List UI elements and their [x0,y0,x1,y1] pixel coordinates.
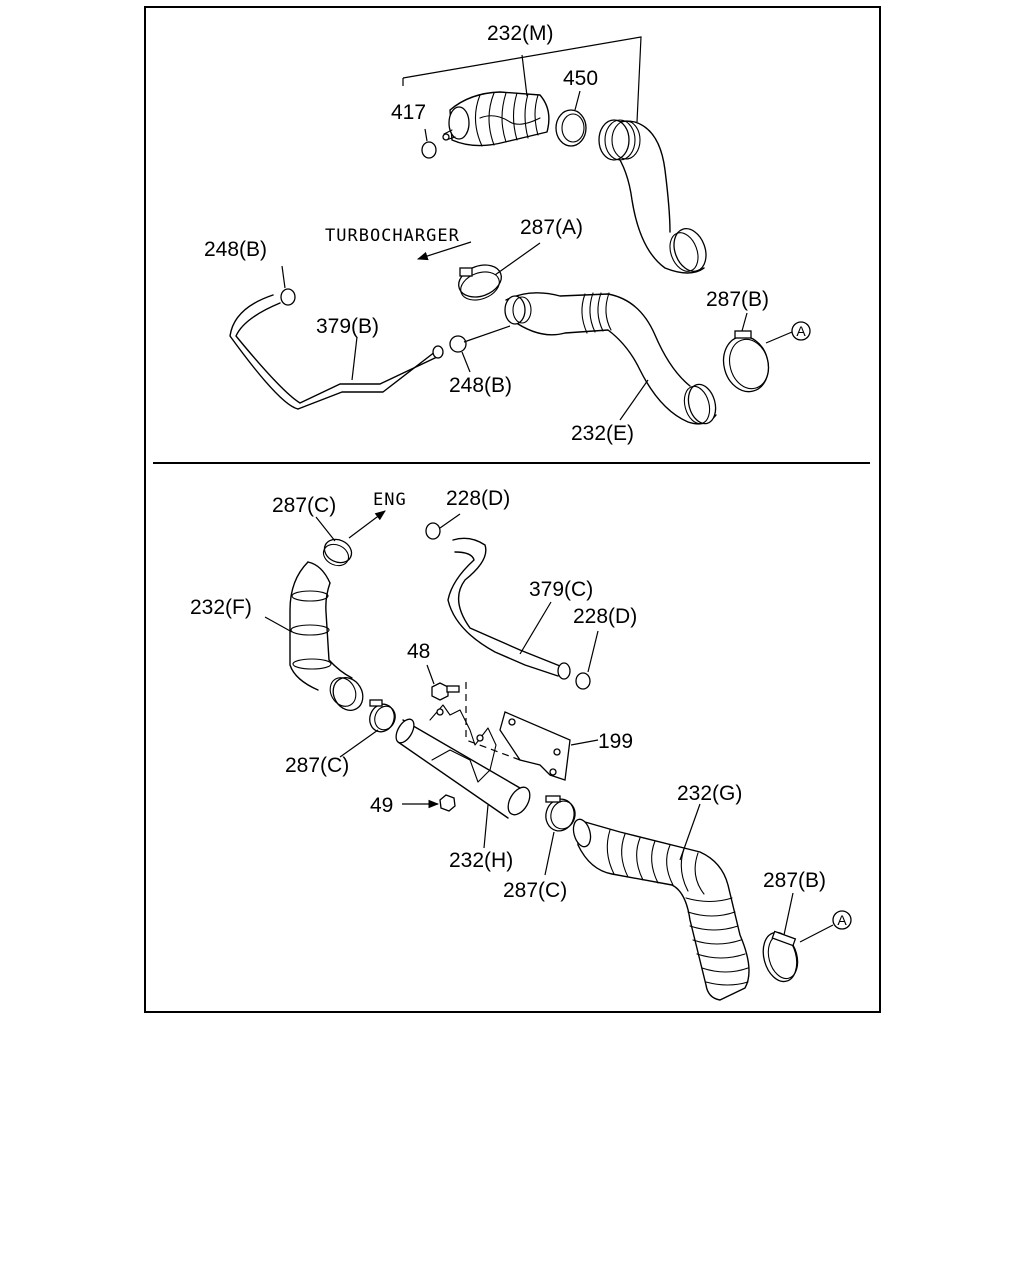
clamp-228d-right [575,630,599,690]
eng-arrow [348,510,386,539]
label-287c-top: 287(C) [272,494,336,517]
label-232f: 232(F) [190,596,252,619]
label-eng: ENG [373,490,407,510]
hose-379c [447,537,571,680]
pipe-232h [395,704,531,849]
label-49: 49 [370,794,393,817]
bracket-199 [499,711,599,781]
label-417: 417 [391,101,426,124]
label-232m: 232(M) [487,22,554,45]
nut-49 [402,794,456,812]
bolt-48 [426,664,467,740]
label-228d-top: 228(D) [446,487,510,510]
clamp-248b-bottom [449,325,511,373]
turbocharger-arrow [416,241,472,261]
clamp-287b-top [722,312,793,393]
label-232g: 232(G) [677,782,742,805]
clamp-228d-top [425,513,461,540]
label-248b-bottom: 248(B) [449,374,512,397]
label-287a: 287(A) [520,216,583,239]
label-248b-top: 248(B) [204,238,267,261]
diagram-frame [144,6,881,1013]
label-ref-a-top: A [796,323,806,339]
ref-circle-a-top [791,321,811,341]
label-232e: 232(E) [571,422,634,445]
label-ref-a-bottom: A [837,912,847,928]
label-287c-left: 287(C) [285,754,349,777]
label-287b-top: 287(B) [706,288,769,311]
label-turbocharger: TURBOCHARGER [325,226,460,246]
label-199: 199 [598,730,633,753]
pipe-upper-right [598,119,707,274]
ring-450 [555,90,587,147]
clamp-248b-top [280,265,296,306]
clamp-287c-bottom [544,795,576,876]
hose-232e [504,292,717,425]
clamp-287c-left [339,699,396,758]
hose-232g [572,803,750,1001]
hose-232f [264,561,364,711]
bottom-section: 287(C) ENG 228(D) 379(C) 228(D) 232(F) 4… [190,487,852,1001]
top-section: 232(M) 450 417 TURBOCHARGER 287(A) 248(B… [204,22,811,445]
label-232h: 232(H) [449,849,513,872]
ref-circle-a-bottom [832,910,852,930]
clamp-287b-bottom [762,892,834,983]
label-379c: 379(C) [529,578,593,601]
label-450: 450 [563,67,598,90]
label-379b: 379(B) [316,315,379,338]
clamp-417 [421,128,437,159]
clamp-287a [458,242,541,301]
clamp-287c-top [315,516,353,567]
label-287b-bottom: 287(B) [763,869,826,892]
label-287c-bottom: 287(C) [503,879,567,902]
label-48: 48 [407,640,430,663]
hose-232m [442,91,550,147]
label-228d-right: 228(D) [573,605,637,628]
hose-232m-leader [402,36,642,123]
hose-379b [229,294,444,410]
